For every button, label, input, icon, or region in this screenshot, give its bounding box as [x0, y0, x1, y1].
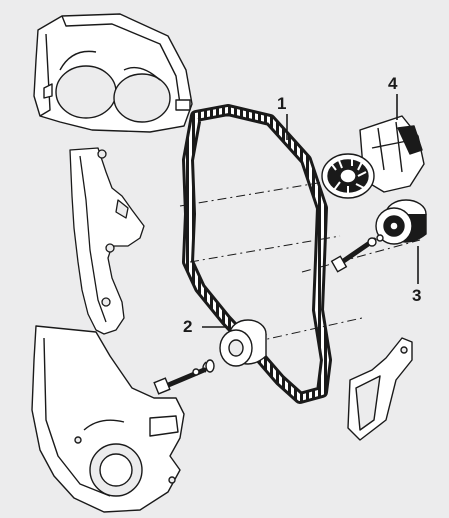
callout-water-pump: 4 [388, 74, 398, 93]
timing-belt [182, 104, 332, 404]
callout-tensioner-pulley: 3 [412, 286, 422, 305]
callout-belt: 1 [277, 94, 287, 113]
centre-lines [179, 179, 421, 347]
middle-timing-cover [69, 147, 145, 335]
tensioner-pulley [330, 199, 427, 273]
lower-timing-cover [31, 325, 185, 513]
right-bracket [347, 337, 413, 441]
upper-timing-cover [33, 13, 193, 133]
water-pump [321, 115, 425, 199]
leader-lines [202, 94, 419, 328]
callout-idler-pulley: 2 [183, 317, 193, 336]
idler-pulley [153, 319, 267, 395]
